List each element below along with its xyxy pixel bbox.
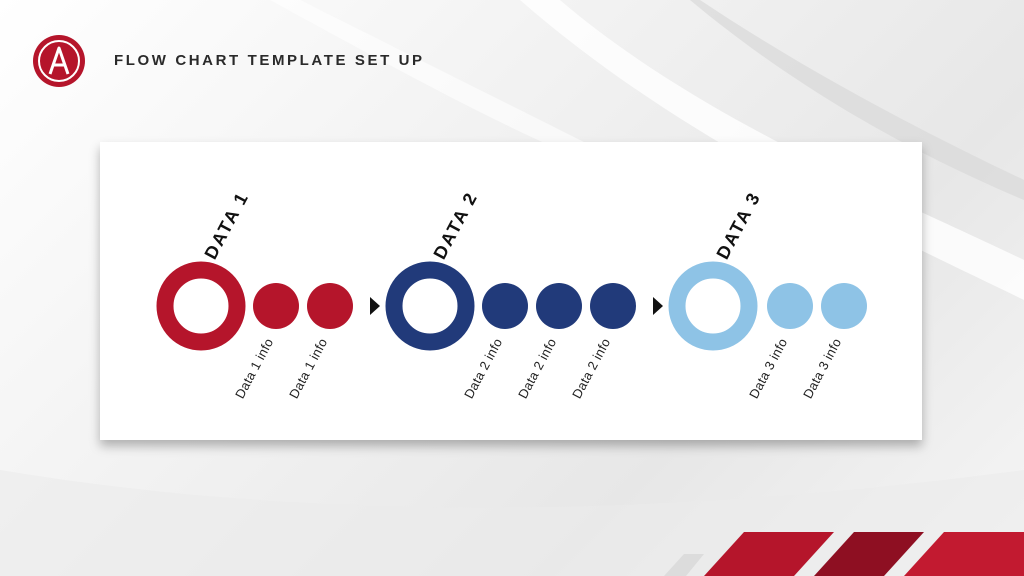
info-dot-3-1 xyxy=(767,283,813,329)
info-dot-2-1 xyxy=(482,283,528,329)
stage-ring-3 xyxy=(668,261,758,351)
flow-diagram xyxy=(156,261,867,351)
page-title: FLOW CHART TEMPLATE SET UP xyxy=(114,52,425,69)
flow-arrow-icon-2 xyxy=(653,297,663,315)
brand-logo-icon xyxy=(33,35,85,87)
info-dot-1-2 xyxy=(307,283,353,329)
flow-arrow-icon-1 xyxy=(370,297,380,315)
stage-ring-1 xyxy=(156,261,246,351)
info-dot-2-3 xyxy=(590,283,636,329)
stage-ring-2 xyxy=(385,261,475,351)
info-dot-1-1 xyxy=(253,283,299,329)
corner-stripes xyxy=(664,532,1024,576)
info-dot-2-2 xyxy=(536,283,582,329)
info-dot-3-2 xyxy=(821,283,867,329)
